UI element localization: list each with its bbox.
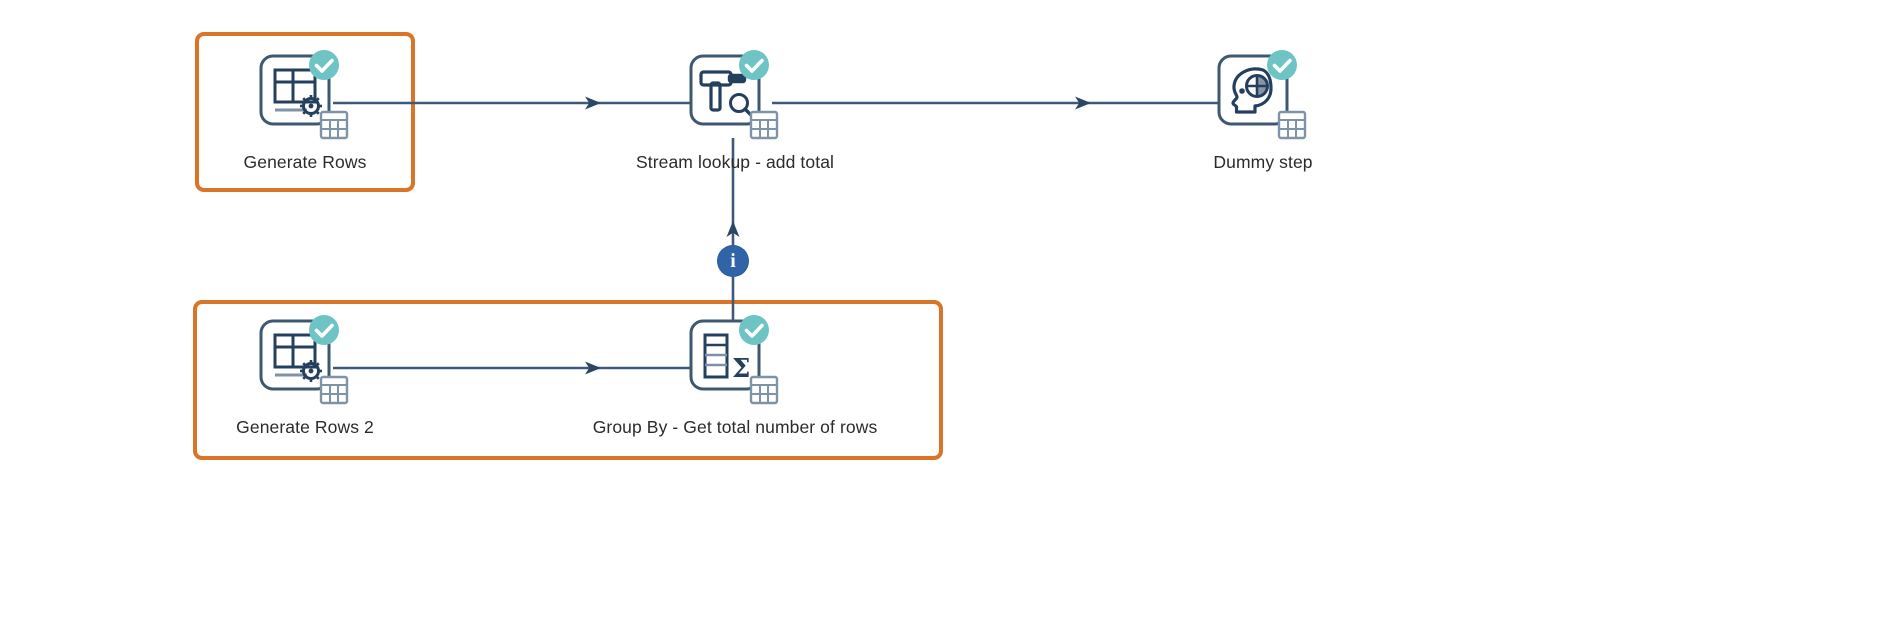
node-label-stream-lookup: Stream lookup - add total: [635, 152, 835, 172]
selection-box-top[interactable]: [195, 32, 415, 192]
success-check-badge: [309, 315, 339, 345]
data-grid-glyph: [1277, 110, 1307, 140]
success-check-badge: [1267, 50, 1297, 80]
node-dummy-step[interactable]: Dummy step: [1188, 50, 1338, 173]
node-label-generate-rows-2: Generate Rows 2: [236, 417, 374, 437]
success-check-badge: [739, 315, 769, 345]
stacked-rows-glyph: [703, 333, 729, 379]
data-grid-glyph: [749, 110, 779, 140]
generate-rows-icon[interactable]: [255, 315, 355, 411]
success-check-badge: [309, 50, 339, 80]
selection-box-bottom[interactable]: [193, 300, 943, 460]
node-label-generate-rows: Generate Rows: [243, 152, 367, 172]
hammer-glyph: [699, 70, 747, 112]
data-grid-glyph: [319, 375, 349, 405]
node-group-by[interactable]: Σ Group By - Get total number of rows: [525, 315, 945, 438]
hop-info-badge[interactable]: i: [718, 246, 748, 276]
data-grid-glyph: [749, 375, 779, 405]
node-generate-rows[interactable]: Generate Rows: [230, 50, 380, 173]
stream-lookup-icon[interactable]: [685, 50, 785, 146]
head-profile-glyph: [1231, 67, 1273, 114]
group-by-icon[interactable]: Σ: [685, 315, 785, 411]
node-generate-rows-2[interactable]: Generate Rows 2: [230, 315, 380, 438]
sigma-glyph: Σ: [732, 354, 750, 384]
generate-rows-icon[interactable]: [255, 50, 355, 146]
data-grid-glyph: [319, 110, 349, 140]
dummy-step-icon[interactable]: [1213, 50, 1313, 146]
node-label-group-by: Group By - Get total number of rows: [592, 417, 878, 437]
node-label-dummy-step: Dummy step: [1213, 152, 1313, 172]
node-stream-lookup[interactable]: Stream lookup - add total: [525, 50, 945, 173]
success-check-badge: [739, 50, 769, 80]
